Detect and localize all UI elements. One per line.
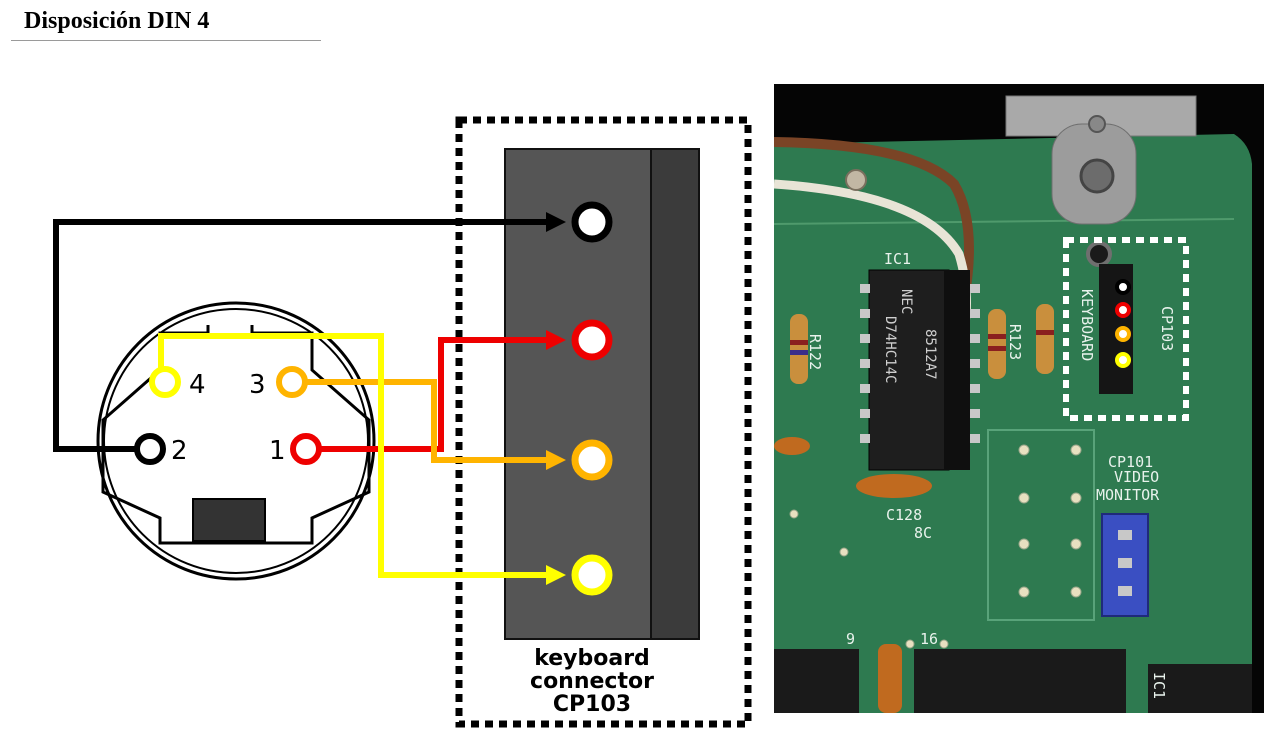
pcb-pads: [789, 444, 1082, 649]
arrow-black: [546, 212, 566, 232]
wire-red: [312, 337, 551, 452]
connector-pin-yellow: [571, 554, 613, 596]
silk-9: 9: [846, 630, 855, 648]
board-photo: NEC 8512A7 D74HC14C IC1 R122 R123 C128 8…: [774, 84, 1264, 713]
mounting-bracket: [1005, 95, 1197, 225]
header-dot-orange: [1115, 326, 1131, 342]
header-highlight-frame: [1063, 237, 1189, 421]
silk-monitor: MONITOR: [1096, 486, 1160, 504]
din-pin-3: [276, 366, 308, 398]
silk-cp101: CP101: [1108, 453, 1153, 471]
capacitor: [856, 474, 932, 498]
connector-pin-black: [571, 201, 613, 243]
video-monitor-connector: [1101, 513, 1149, 617]
din-pin-3-label: 3: [249, 370, 266, 400]
connector-dotted-frame: [455, 116, 752, 728]
din-pin-4-label: 4: [189, 370, 206, 400]
silk-cp103: CP103: [1158, 306, 1176, 351]
chip-brand: NEC: [898, 289, 914, 314]
connector-caption-line3: CP103: [553, 692, 631, 717]
silk-video: VIDEO: [1114, 468, 1159, 486]
connector-pin-orange: [571, 439, 613, 481]
din-pin-2: [134, 433, 166, 465]
keyboard-header: [1099, 264, 1133, 394]
connector-pins: [571, 201, 613, 596]
wire-orange: [298, 379, 551, 463]
connector-caption-line2: connector: [530, 669, 654, 694]
ic-chip: NEC 8512A7 D74HC14C: [860, 269, 980, 471]
connector-caption-line1: keyboard: [534, 646, 650, 671]
header-dot-white: [1115, 279, 1131, 295]
header-dot-yellow: [1115, 352, 1131, 368]
silk-c128: C128: [886, 506, 922, 524]
page-title: Disposición DIN 4: [24, 8, 210, 34]
din-pins: [134, 366, 322, 465]
chip-label-1: 8512A7: [922, 329, 938, 380]
silk-16: 16: [920, 630, 938, 648]
silk-ic: IC1: [884, 250, 911, 268]
silk-keyboard: KEYBOARD: [1078, 289, 1096, 361]
wire-black: [53, 219, 551, 452]
arrowheads: [546, 212, 566, 585]
arrow-red: [546, 330, 566, 350]
din-pin-1: [290, 433, 322, 465]
silk-r123: R123: [1006, 324, 1024, 360]
connector-pin-red: [571, 319, 613, 361]
header-dot-red: [1115, 302, 1131, 318]
din-pin-1-label: 1: [269, 436, 286, 466]
arrow-orange: [546, 450, 566, 470]
din-key-slot: [192, 498, 266, 542]
silk-r122: R122: [806, 334, 824, 370]
title-divider: [11, 40, 321, 41]
silk-8c: 8C: [914, 524, 932, 542]
arrow-yellow: [546, 565, 566, 585]
wire-yellow: [158, 333, 551, 578]
bottom-headers: [774, 649, 1252, 713]
resistors: [790, 304, 1054, 384]
din-pin-4: [149, 366, 181, 398]
wiring-diagram: 4 3 2 1 keyboard connector CP103: [53, 116, 752, 728]
silk-ic-bottom: IC1: [1150, 672, 1168, 699]
din-pin-2-label: 2: [171, 436, 188, 466]
chip-label-2: D74HC14C: [882, 316, 898, 383]
wires: [53, 219, 551, 578]
